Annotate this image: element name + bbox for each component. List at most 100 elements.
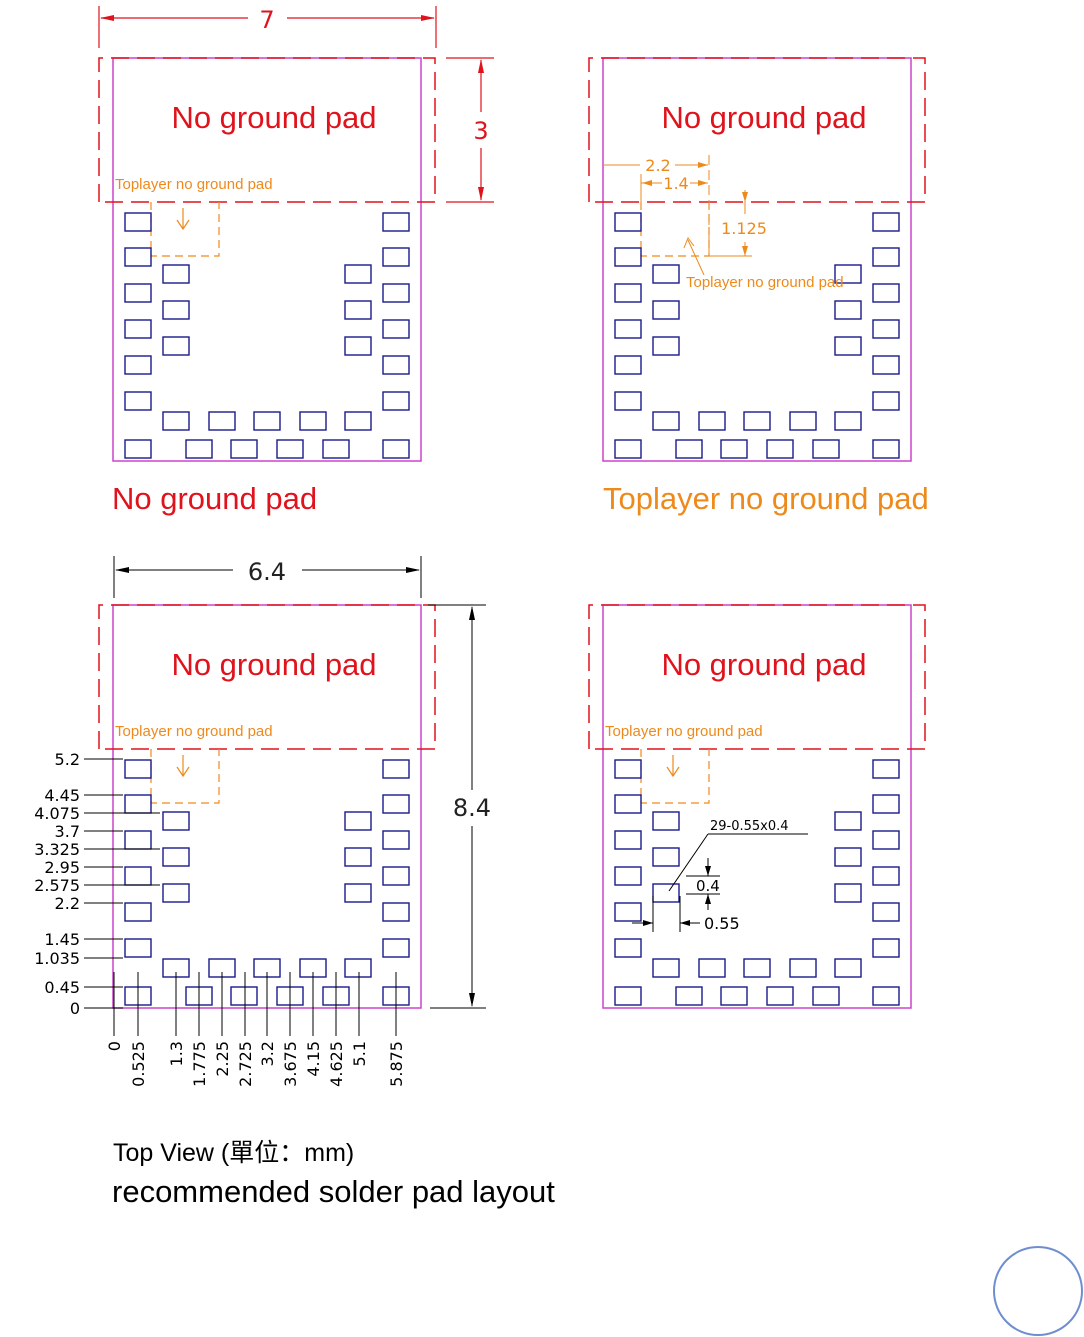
solder-pad (382, 938, 410, 958)
solder-pad (382, 902, 410, 922)
y-tick-label: 2.2 (55, 894, 80, 913)
solder-pad (344, 264, 372, 284)
solder-pad (322, 439, 350, 459)
y-tick: 2.575 (34, 876, 123, 895)
solder-pad (162, 411, 190, 431)
footer-top-view: Top View (單位：mm) (113, 1139, 354, 1167)
solder-pad (675, 986, 703, 1006)
y-tick: 1.45 (44, 930, 123, 949)
dim-width-7 (98, 6, 437, 48)
solder-pad (872, 866, 900, 886)
solder-pad (614, 355, 642, 375)
dim-1-4: 1.4 (663, 174, 688, 193)
x-tick-label: 1.775 (190, 1041, 209, 1087)
y-tick: 2.2 (55, 894, 123, 913)
solder-pad (872, 938, 900, 958)
solder-pad (743, 958, 771, 978)
footer-recommended: recommended solder pad layout (112, 1174, 555, 1209)
pad-group (614, 759, 900, 1006)
solder-pad (652, 336, 680, 356)
x-tick: 4.625 (327, 972, 346, 1087)
x-tick: 0.525 (129, 972, 148, 1087)
solder-pad (652, 847, 680, 867)
solder-pad (344, 300, 372, 320)
y-tick: 3.325 (34, 840, 123, 859)
solder-pad (382, 391, 410, 411)
solder-pad (124, 355, 152, 375)
solder-pad (872, 439, 900, 459)
pad-group (614, 212, 900, 459)
x-tick: 1.775 (190, 972, 209, 1087)
solder-pad (614, 902, 642, 922)
solder-pad (872, 986, 900, 1006)
solder-pad (124, 247, 152, 267)
solder-pad (614, 247, 642, 267)
solder-pad (834, 883, 862, 903)
solder-pad (382, 355, 410, 375)
y-tick-label: 4.075 (34, 804, 80, 823)
solder-pad (743, 411, 771, 431)
dim-1-125: 1.125 (721, 219, 767, 238)
solder-pad (344, 411, 372, 431)
solder-pad (834, 336, 862, 356)
solder-pad (162, 811, 190, 831)
solder-pad (614, 759, 642, 779)
x-tick: 2.725 (236, 972, 255, 1087)
solder-pad (382, 439, 410, 459)
right-top-dims (603, 155, 752, 276)
x-tick-label: 5.1 (350, 1041, 369, 1066)
x-tick-label: 3.2 (258, 1041, 277, 1066)
solder-pad (208, 411, 236, 431)
y-tick: 4.075 (34, 804, 123, 823)
y-tick-label: 1.035 (34, 949, 80, 968)
solder-pad (124, 759, 152, 779)
x-tick: 3.2 (258, 972, 277, 1066)
solder-pad (614, 866, 642, 886)
solder-pad (766, 439, 794, 459)
caption-no-ground-pad: No ground pad (112, 481, 317, 516)
solder-pad (652, 958, 680, 978)
solder-pad (162, 847, 190, 867)
solder-pad (872, 283, 900, 303)
solder-pad (124, 391, 152, 411)
dim-full-height-label: 8.4 (453, 794, 491, 822)
solder-pad (614, 212, 642, 232)
dim-full-width-label: 6.4 (248, 558, 286, 586)
y-tick-label: 2.95 (44, 858, 80, 877)
dim-width-6-4 (113, 556, 422, 598)
solder-pad (789, 411, 817, 431)
solder-pad (872, 830, 900, 850)
pad-height-label: 0.4 (696, 877, 720, 895)
y-tick-label: 1.45 (44, 930, 80, 949)
solder-pad (834, 264, 862, 284)
y-tick-label: 4.45 (44, 786, 80, 805)
caption-toplayer: Toplayer no ground pad (603, 481, 929, 516)
x-tick-label: 4.15 (304, 1041, 323, 1077)
x-tick: 5.1 (350, 972, 369, 1066)
solder-pad (789, 958, 817, 978)
solder-pad (344, 811, 372, 831)
keepout-region (588, 57, 926, 203)
solder-pad (344, 958, 372, 978)
y-tick: 0 (70, 999, 123, 1018)
solder-pad (382, 319, 410, 339)
y-tick: 1.035 (34, 949, 123, 968)
solder-pad (124, 283, 152, 303)
solder-pad (230, 439, 258, 459)
solder-pad (344, 847, 372, 867)
solder-pad (652, 264, 680, 284)
solder-pad (652, 411, 680, 431)
dim-height-8-4 (428, 604, 486, 1009)
solder-pad (834, 300, 862, 320)
solder-pad (382, 759, 410, 779)
toplayer-no-ground-label: Toplayer no ground pad (605, 723, 763, 740)
solder-pad (382, 212, 410, 232)
no-ground-pad-label: No ground pad (661, 100, 866, 135)
solder-pad (698, 411, 726, 431)
solder-pad (382, 866, 410, 886)
x-tick-label: 0 (105, 1041, 124, 1051)
dim-2-2: 2.2 (645, 156, 670, 175)
